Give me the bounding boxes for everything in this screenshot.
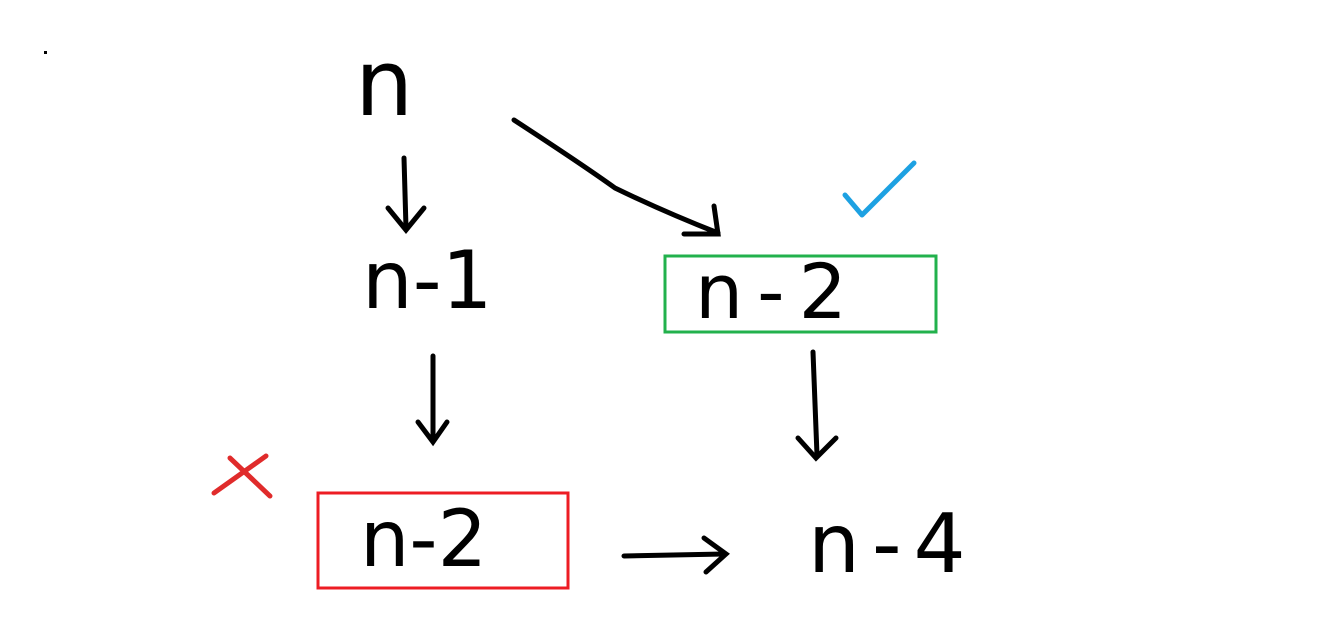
node-left-bottom-label: n-2 xyxy=(360,495,487,585)
rejected-box xyxy=(316,491,570,590)
arrow-root-to-right xyxy=(511,117,721,237)
cross-icon xyxy=(211,453,273,499)
stray-dot xyxy=(44,51,47,54)
node-left-mid-label: n-1 xyxy=(362,234,492,327)
node-right-bottom-label: n-4 xyxy=(808,497,978,592)
node-root-label: n xyxy=(355,30,413,137)
node-right-mid-label: n-2 xyxy=(695,247,861,336)
arrow-left-mid-to-bottom xyxy=(415,353,450,447)
check-icon xyxy=(842,160,917,218)
arrow-right-mid-to-bottom xyxy=(795,349,839,462)
kept-box xyxy=(663,254,938,334)
arrow-root-to-left xyxy=(385,155,427,234)
arrow-bottom-left-to-right xyxy=(621,535,730,575)
